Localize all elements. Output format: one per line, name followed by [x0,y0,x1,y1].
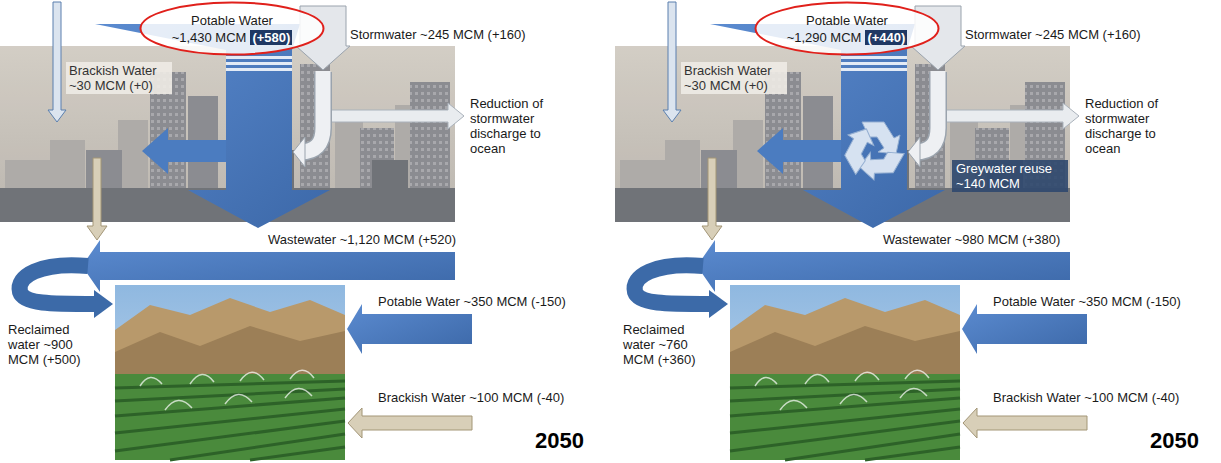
flow-label: Reclaimed water ~760 MCM (+360) [623,322,697,367]
flow-name: Potable Water [806,13,888,28]
flow-label: Brackish Water ~100 MCM (-40) [378,390,564,405]
flow-label: Brackish Water ~30 MCM (+0) [66,62,172,94]
recycle-symbol [837,122,904,187]
highlight-ellipse: Potable Water ~1,430 MCM(+580) [139,1,325,56]
flow-amount: ~1,290 MCM [787,30,862,45]
flow-label: Reclaimed water ~900 MCM (+500) [8,322,82,367]
flow-label: Wastewater ~1,120 MCM (+520) [268,232,456,247]
year-label: 2050 [535,428,584,454]
highlight-ellipse: Potable Water ~1,290 MCM(+440) [754,1,940,56]
flow-label: Reduction of stormwater discharge to oce… [1085,96,1177,156]
flow-change: (+440) [865,30,907,45]
flow-label: Stormwater ~245 MCM (+160) [965,27,1141,42]
recycle-symbol [837,125,884,174]
flow-label: Potable Water ~350 MCM (-150) [378,294,566,309]
ellipse-outline [141,3,324,55]
flow-label: Potable Water ~350 MCM (-150) [993,294,1181,309]
flow-label: Brackish Water ~100 MCM (-40) [993,390,1179,405]
flow-amount: ~1,430 MCM [172,30,247,45]
flow-label: Stormwater ~245 MCM (+160) [350,27,526,42]
flow-change: (+580) [250,30,292,45]
ellipse-outline [139,1,325,56]
ellipse-outline [754,1,940,56]
ellipse-outline [756,3,939,55]
flow-label: Wastewater ~980 MCM (+380) [883,232,1060,247]
year-label: 2050 [1150,428,1199,454]
flow-name: Potable Water [191,13,273,28]
flow-label: Brackish Water ~30 MCM (+0) [681,62,787,94]
flow-label: Reduction of stormwater discharge to oce… [470,96,562,156]
flow-label: Greywater reuse ~140 MCM [952,160,1068,192]
